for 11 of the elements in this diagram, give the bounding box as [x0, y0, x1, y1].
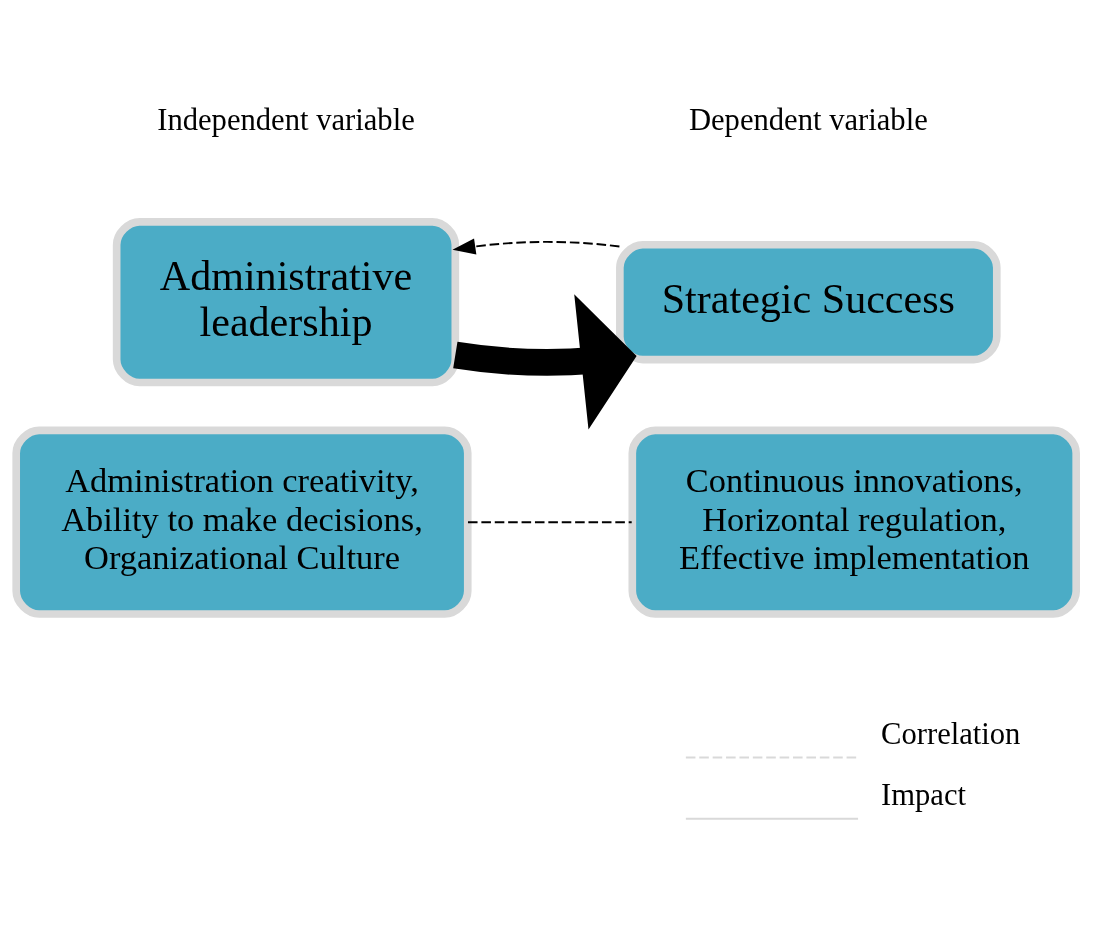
label: Independent variable: [157, 102, 415, 137]
node-box: Administrative leadership: [112, 217, 460, 386]
arrow: [452, 238, 621, 254]
node-box: Strategic Success: [616, 240, 1001, 363]
legend-label: Correlation: [881, 716, 1021, 751]
node-box: Administration creativity, Ability to make decisions, Organizational Culture: [12, 426, 472, 618]
label: Dependent variable: [688, 102, 928, 137]
connector: [467, 520, 633, 523]
legend-label: Impact: [881, 777, 967, 812]
node-box: Continuous innovations, Horizontal regulation, Effective implementation: [628, 426, 1080, 618]
arrow: [453, 293, 637, 429]
